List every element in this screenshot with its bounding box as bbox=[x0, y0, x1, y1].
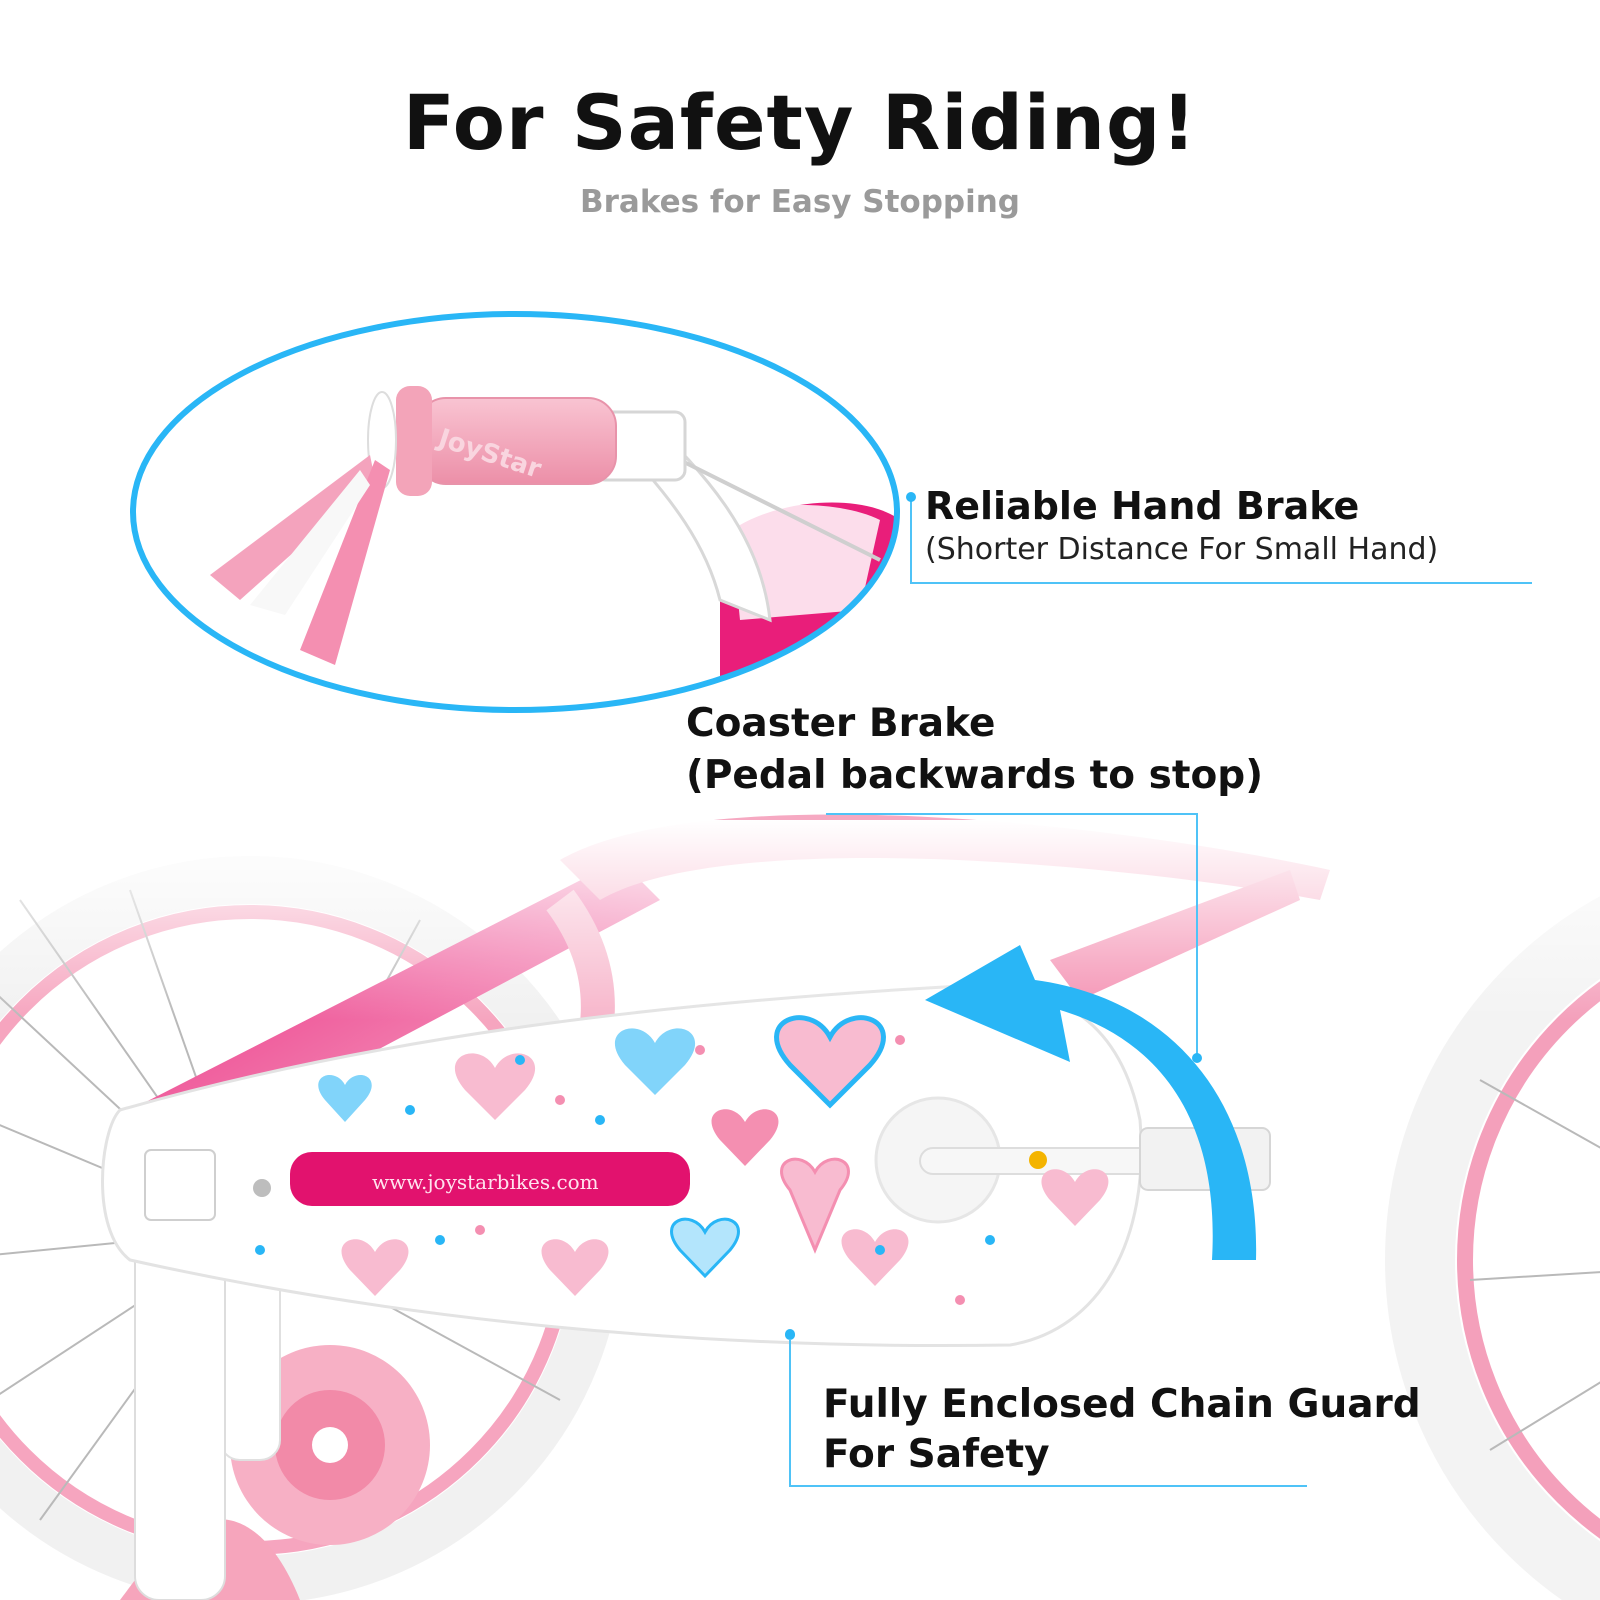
chain-guard-title-line1: Fully Enclosed Chain Guard bbox=[823, 1382, 1421, 1427]
coaster-brake-callout: Coaster Brake (Pedal backwards to stop) bbox=[686, 698, 1263, 802]
hand-brake-highlight-oval bbox=[130, 311, 900, 713]
rotation-arrow-icon bbox=[925, 945, 1257, 1260]
page-subtitle: Brakes for Easy Stopping bbox=[579, 184, 1020, 220]
hand-brake-note: (Shorter Distance For Small Hand) bbox=[925, 532, 1439, 567]
guard-url: www.joystarbikes.com bbox=[372, 1170, 599, 1194]
callout-lines bbox=[789, 497, 1532, 1487]
hand-brake-title: Reliable Hand Brake bbox=[925, 484, 1360, 528]
chain-guard-title-line2: For Safety bbox=[823, 1432, 1050, 1477]
page-title: For Safety Riding! bbox=[402, 78, 1198, 167]
chain-guard-callout: Fully Enclosed Chain Guard For Safety bbox=[823, 1380, 1421, 1480]
coaster-brake-title: Coaster Brake bbox=[686, 701, 996, 746]
coaster-brake-note: (Pedal backwards to stop) bbox=[686, 753, 1264, 798]
front-wheel bbox=[1385, 896, 1600, 1600]
